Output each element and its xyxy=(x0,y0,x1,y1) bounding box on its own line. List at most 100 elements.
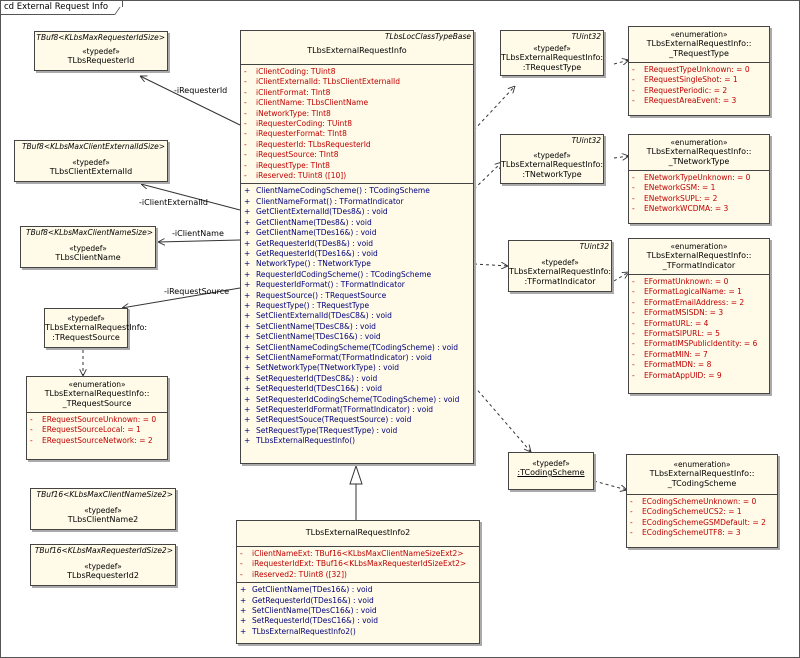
stereotype: «typedef» xyxy=(84,562,122,571)
member-text: GetRequesterId(TDes16&) : void xyxy=(252,595,374,605)
member-text: EFormatURL: = 4 xyxy=(644,318,709,328)
typedef-client-name2[interactable]: TBuf16<KLbsMaxClientNameSize2> «typedef»… xyxy=(30,488,176,530)
dep-enum-request-type xyxy=(613,60,629,64)
private-marker: - xyxy=(30,415,33,424)
member-text: GetRequesterId(TDes8&) : void xyxy=(256,238,374,248)
enum-name-line1: TLbsExternalRequestInfo:: xyxy=(649,469,755,478)
enum-network-type[interactable]: «enumeration» TLbsExternalRequestInfo:: … xyxy=(628,134,770,224)
member-row: -EFormatMDN: = 8 xyxy=(632,360,769,370)
typedef-format-indicator[interactable]: TUint32 «typedef» TLbsExternalRequestInf… xyxy=(508,240,612,292)
private-marker: - xyxy=(630,517,633,527)
member-text: EFormatMSISDN: = 3 xyxy=(644,308,724,318)
enum-request-type[interactable]: «enumeration» TLbsExternalRequestInfo:: … xyxy=(628,26,770,116)
typedef-client-name[interactable]: TBuf8<KLbsMaxClientNameSize> «typedef» T… xyxy=(20,226,156,268)
member-text: SetRequesterIdCodingScheme(TCodingScheme… xyxy=(256,394,460,404)
member-text: SetRequesterId(TDesC16&) : void xyxy=(256,384,382,394)
public-marker: + xyxy=(244,384,251,394)
enum-coding-scheme[interactable]: «enumeration» TLbsExternalRequestInfo:: … xyxy=(626,454,778,548)
stereotype: «enumeration» xyxy=(670,242,728,251)
member-row: -iClientNameExt: TBuf16<KLbsMaxClientNam… xyxy=(240,549,479,559)
public-marker: + xyxy=(244,259,251,269)
typedef-requester-id2[interactable]: TBuf16<KLbsMaxRequesterIdSize2> «typedef… xyxy=(30,544,176,586)
enum-name-line2: _TNetworkType xyxy=(668,157,730,166)
private-marker: - xyxy=(244,160,247,170)
public-marker: + xyxy=(244,425,251,435)
typedef-name-line1: TLbsExternalRequestInfo: xyxy=(501,53,604,62)
member-text: iNetworkType: TInt8 xyxy=(256,108,331,118)
member-text: EFormatUnknown: = 0 xyxy=(644,277,729,286)
private-marker: - xyxy=(244,119,247,129)
member-text: TLbsExternalRequestInfo2() xyxy=(252,626,356,636)
template-param: TUint32 xyxy=(571,136,601,145)
member-row: -EFormatIMSPublicIdentity: = 6 xyxy=(632,339,769,349)
edge-label-client-name: -iClientName xyxy=(172,229,224,238)
public-marker: + xyxy=(240,626,247,636)
private-marker: - xyxy=(632,329,635,339)
stereotype: «typedef» xyxy=(532,459,570,468)
operation-row: + SetNetworkType(TNetworkType) : void xyxy=(244,363,473,373)
private-marker: - xyxy=(632,297,635,307)
typedef-request-type[interactable]: TUint32 «typedef» TLbsExternalRequestInf… xyxy=(500,30,604,76)
stereotype: «enumeration» xyxy=(670,30,728,39)
member-row: -iClientCoding: TUint8 xyxy=(244,67,473,77)
operation-row: +GetClientName(TDes16&) : void xyxy=(244,228,473,238)
typedef-network-type[interactable]: TUint32 «typedef» TLbsExternalRequestInf… xyxy=(500,134,604,184)
member-text: SetRequestSouce(TRequestSource) : void xyxy=(256,415,412,425)
member-text: ERequestTypeUnknown: = 0 xyxy=(644,65,750,74)
operation-row: +SetClientName(TDesC16&) : void xyxy=(240,606,479,616)
enum-name-line2: _TFormatIndicator xyxy=(662,261,736,270)
class-operations: +ClientNameCodingScheme() : TCodingSchem… xyxy=(241,183,473,448)
operation-row: +GetClientName(TDes8&) : void xyxy=(244,218,473,228)
member-row: -ECodingSchemeGSMDefault: = 2 xyxy=(630,518,777,528)
public-marker: + xyxy=(244,373,251,383)
dep-enum-format-indicator xyxy=(613,272,629,282)
operation-row: + SetRequesterId(TDesC16&) : void xyxy=(244,384,473,394)
typedef-request-source[interactable]: «typedef» TLbsExternalRequestInfo: :TReq… xyxy=(44,308,147,348)
public-marker: + xyxy=(244,238,251,248)
operation-row: +SetClientNameFormat(TFormatIndicator) :… xyxy=(244,353,473,363)
assoc-request-source xyxy=(122,287,241,308)
member-row: -iClientExternalId: TLbsClientExternalId xyxy=(244,77,473,87)
member-row: -ECodingSchemeUCS2: = 1 xyxy=(630,507,777,517)
operation-row: + GetRequesterId(TDes8&) : void xyxy=(244,239,473,249)
enum-literals: -ENetworkTypeUnknown: = 0-ENetworkGSM: =… xyxy=(629,170,769,217)
member-row: -ERequestPeriodic: = 2 xyxy=(632,86,769,96)
stereotype: «typedef» xyxy=(69,244,107,253)
typedef-client-external-id[interactable]: TBuf8<KLbsMaxClientExternalIdSize> «type… xyxy=(14,140,168,182)
member-text: TLbsExternalRequestInfo() xyxy=(256,436,356,446)
operation-row: +SetClientName(TDesC16&) : void xyxy=(244,332,473,342)
private-marker: - xyxy=(240,569,243,579)
template-param: TLbsLocClassTypeBase xyxy=(384,32,471,41)
member-text: SetNetworkType(TNetworkType) : void xyxy=(256,363,399,373)
public-marker: + xyxy=(244,332,251,342)
enum-request-source[interactable]: «enumeration» TLbsExternalRequestInfo:: … xyxy=(26,376,168,460)
typedef-name-line1: TLbsExternalRequestInfo: xyxy=(501,160,604,169)
member-row: -ERequestTypeUnknown: = 0 xyxy=(632,65,769,75)
typedef-coding-scheme[interactable]: «typedef» :TCodingScheme xyxy=(508,452,594,490)
public-marker: + xyxy=(244,405,251,414)
operation-row: +ClientNameCodingScheme() : TCodingSchem… xyxy=(244,186,473,196)
member-text: SetRequesterIdFormat(TFormatIndicator) :… xyxy=(256,405,434,414)
member-row: -EFormatMSISDN: = 3 xyxy=(632,308,769,318)
enum-literals: -EFormatUnknown: = 0-EFormatLogicalName:… xyxy=(629,274,769,383)
member-row: -EFormatURL: = 4 xyxy=(632,319,769,329)
private-marker: - xyxy=(632,339,635,349)
public-marker: + xyxy=(244,363,251,373)
private-marker: - xyxy=(244,77,247,87)
typedef-requester-id[interactable]: TBuf8<KLbsMaxRequesterIdSize> «typedef» … xyxy=(34,31,168,71)
member-row: -ENetworkGSM: = 1 xyxy=(632,183,769,193)
template-param: TBuf8<KLbsMaxClientExternalIdSize> xyxy=(21,142,165,151)
public-marker: + xyxy=(244,352,251,362)
member-text: iRequesterCoding: TUint8 xyxy=(256,119,352,129)
dep-format-indicator xyxy=(473,264,508,266)
dep-enum-coding-scheme xyxy=(593,480,627,490)
member-text: GetRequesterId(TDes16&) : void xyxy=(256,248,378,258)
member-text: SetRequesterId(TDesC8&) : void xyxy=(256,373,378,383)
public-marker: + xyxy=(244,280,251,290)
enum-name-line2: _TRequestType xyxy=(669,49,729,58)
member-row: -EFormatUnknown: = 0 xyxy=(632,277,769,287)
private-marker: - xyxy=(244,150,247,160)
class-tlbs-external-request-info[interactable]: TLbsLocClassTypeBase TLbsExternalRequest… xyxy=(240,30,474,464)
enum-format-indicator[interactable]: «enumeration» TLbsExternalRequestInfo:: … xyxy=(628,238,770,394)
class-tlbs-external-request-info2[interactable]: TLbsExternalRequestInfo2 -iClientNameExt… xyxy=(236,520,480,644)
